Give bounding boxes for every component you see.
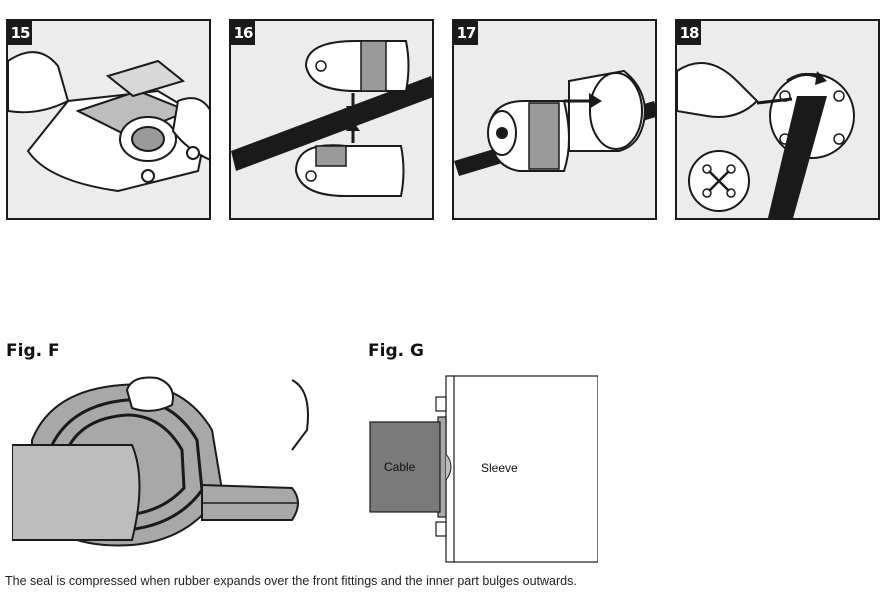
- step-17-panel: 17: [452, 19, 657, 220]
- step-number-badge: 18: [677, 21, 701, 45]
- step-number-badge: 15: [8, 21, 32, 45]
- step-15-panel: 15: [6, 19, 211, 220]
- fig-f-title: Fig. F: [6, 341, 60, 361]
- fig-f-illustration: [12, 376, 309, 547]
- step-16-panel: 16: [229, 19, 434, 220]
- fig-g-illustration: [369, 375, 598, 563]
- figure-caption: The seal is compressed when rubber expan…: [5, 574, 577, 588]
- step-17-illustration: [454, 69, 655, 176]
- sleeve-label: Sleeve: [481, 461, 518, 475]
- step-18-illustration: [677, 62, 855, 218]
- step-number-badge: 16: [231, 21, 255, 45]
- cable-label: Cable: [384, 460, 416, 474]
- step-15-illustration: [8, 51, 209, 193]
- step-16-illustration: [231, 40, 432, 197]
- step-18-panel: 18: [675, 19, 880, 220]
- step-number-badge: 17: [454, 21, 478, 45]
- fig-g-title: Fig. G: [368, 341, 424, 361]
